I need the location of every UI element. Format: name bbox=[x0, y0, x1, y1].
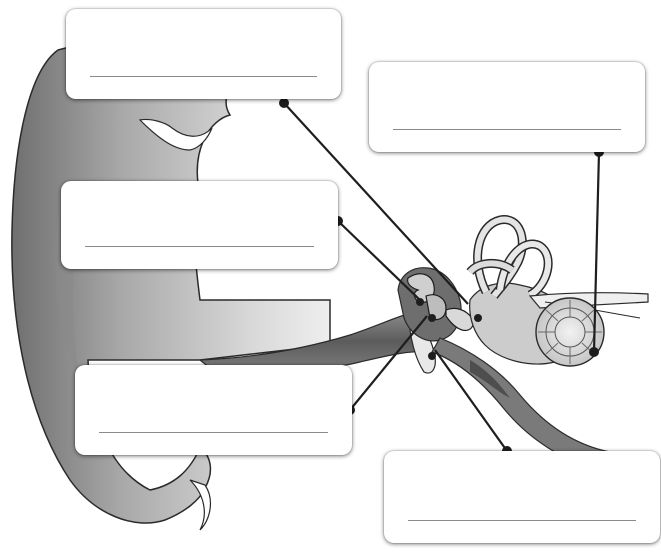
leader-dot-e-end bbox=[428, 352, 436, 360]
answer-line-d bbox=[99, 432, 328, 433]
label-answer-b[interactable] bbox=[393, 110, 621, 126]
answer-line-e bbox=[408, 520, 636, 521]
label-box-d[interactable] bbox=[75, 365, 352, 455]
leader-line-b bbox=[592, 151, 601, 353]
label-answer-e[interactable] bbox=[408, 501, 636, 517]
semicircular-canals bbox=[466, 215, 553, 299]
answer-line-b bbox=[393, 129, 621, 130]
leader-line-a bbox=[283, 102, 469, 305]
answer-line-a bbox=[90, 76, 317, 77]
leader-dot-d-end bbox=[428, 314, 436, 322]
leader-dot-a-end bbox=[474, 314, 482, 322]
answer-line-c bbox=[85, 246, 314, 247]
antihelix bbox=[138, 118, 213, 151]
label-answer-c[interactable] bbox=[85, 227, 314, 243]
leader-line-e bbox=[434, 349, 508, 452]
leader-dot-b-end bbox=[589, 347, 599, 357]
label-box-c[interactable] bbox=[61, 181, 338, 269]
stirrup-ossicle bbox=[445, 307, 474, 331]
tube-tissue bbox=[470, 360, 510, 398]
leader-dot-c-end bbox=[416, 298, 424, 306]
label-box-e[interactable] bbox=[384, 451, 660, 543]
label-answer-d[interactable] bbox=[99, 413, 328, 429]
label-box-a[interactable] bbox=[66, 9, 341, 99]
leader-line-c bbox=[337, 220, 421, 301]
label-answer-a[interactable] bbox=[90, 57, 317, 73]
label-box-b[interactable] bbox=[369, 62, 645, 152]
leader-dot-a-top bbox=[279, 98, 289, 108]
earlobe-fold bbox=[189, 479, 212, 531]
leader-lines bbox=[283, 102, 601, 452]
leader-line-d bbox=[349, 315, 428, 411]
